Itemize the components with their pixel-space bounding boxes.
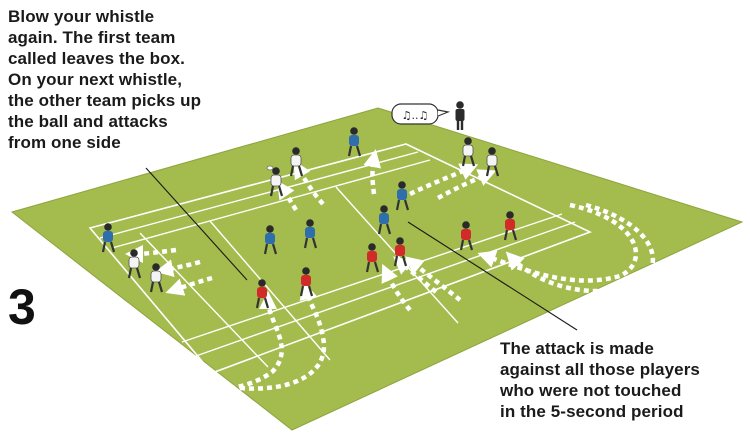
caption-line: the ball and attacks [8,112,168,131]
caption-line: who were not touched [500,381,682,400]
pointer-top [145,167,248,281]
arrow [165,275,213,296]
caption-line: Blow your whistle [8,7,155,26]
player-red [503,211,518,241]
player-white [149,263,164,293]
arrow [405,256,462,302]
caption-line: On your next whistle, [8,70,183,89]
caption-line: called leaves the box. [8,49,186,68]
player-red [299,267,314,297]
arrow [363,149,382,195]
caption-line: again. The first team [8,28,176,47]
arrow [155,259,201,278]
player-red [459,221,474,251]
arrow [184,291,284,393]
player-white [269,167,284,197]
coach [455,101,465,130]
arrow [393,256,438,294]
player-red [393,237,408,267]
arrow [239,281,327,391]
white-team [127,137,500,293]
caption-line: the other team picks up [8,91,202,110]
caption-pointers [145,167,578,331]
arrow [436,169,497,200]
caption-line: in the 5-second period [500,402,684,421]
red-team [255,211,518,309]
pointer-bottom [407,221,578,331]
player-blue [303,219,318,249]
player-red [255,279,270,309]
caption-bottom: The attack is made against all those pla… [500,338,750,422]
arrow [381,263,412,312]
caption-top: Blow your whistle again. The first team … [8,6,278,153]
player-white [127,249,142,279]
player-blue [377,205,392,235]
player-blue [347,127,362,157]
player-blue [101,223,116,253]
movement-arrows [125,149,655,393]
whistle-bubble-text: ♫..♫ [402,109,429,122]
caption-line: The attack is made [500,339,654,358]
step-number: 3 [8,279,36,335]
caption-line: from one side [8,133,121,152]
player-white [289,147,304,177]
player-white [485,147,500,177]
player-blue [395,181,410,211]
rugby-ball [266,165,274,171]
whistle-bubble: ♫..♫ [391,103,451,125]
player-blue [263,225,278,255]
arrow [505,202,655,294]
player-red [365,243,380,273]
arrow [277,180,298,212]
blue-team [101,127,410,255]
caption-line: against all those players [500,360,700,379]
player-white [461,137,476,167]
